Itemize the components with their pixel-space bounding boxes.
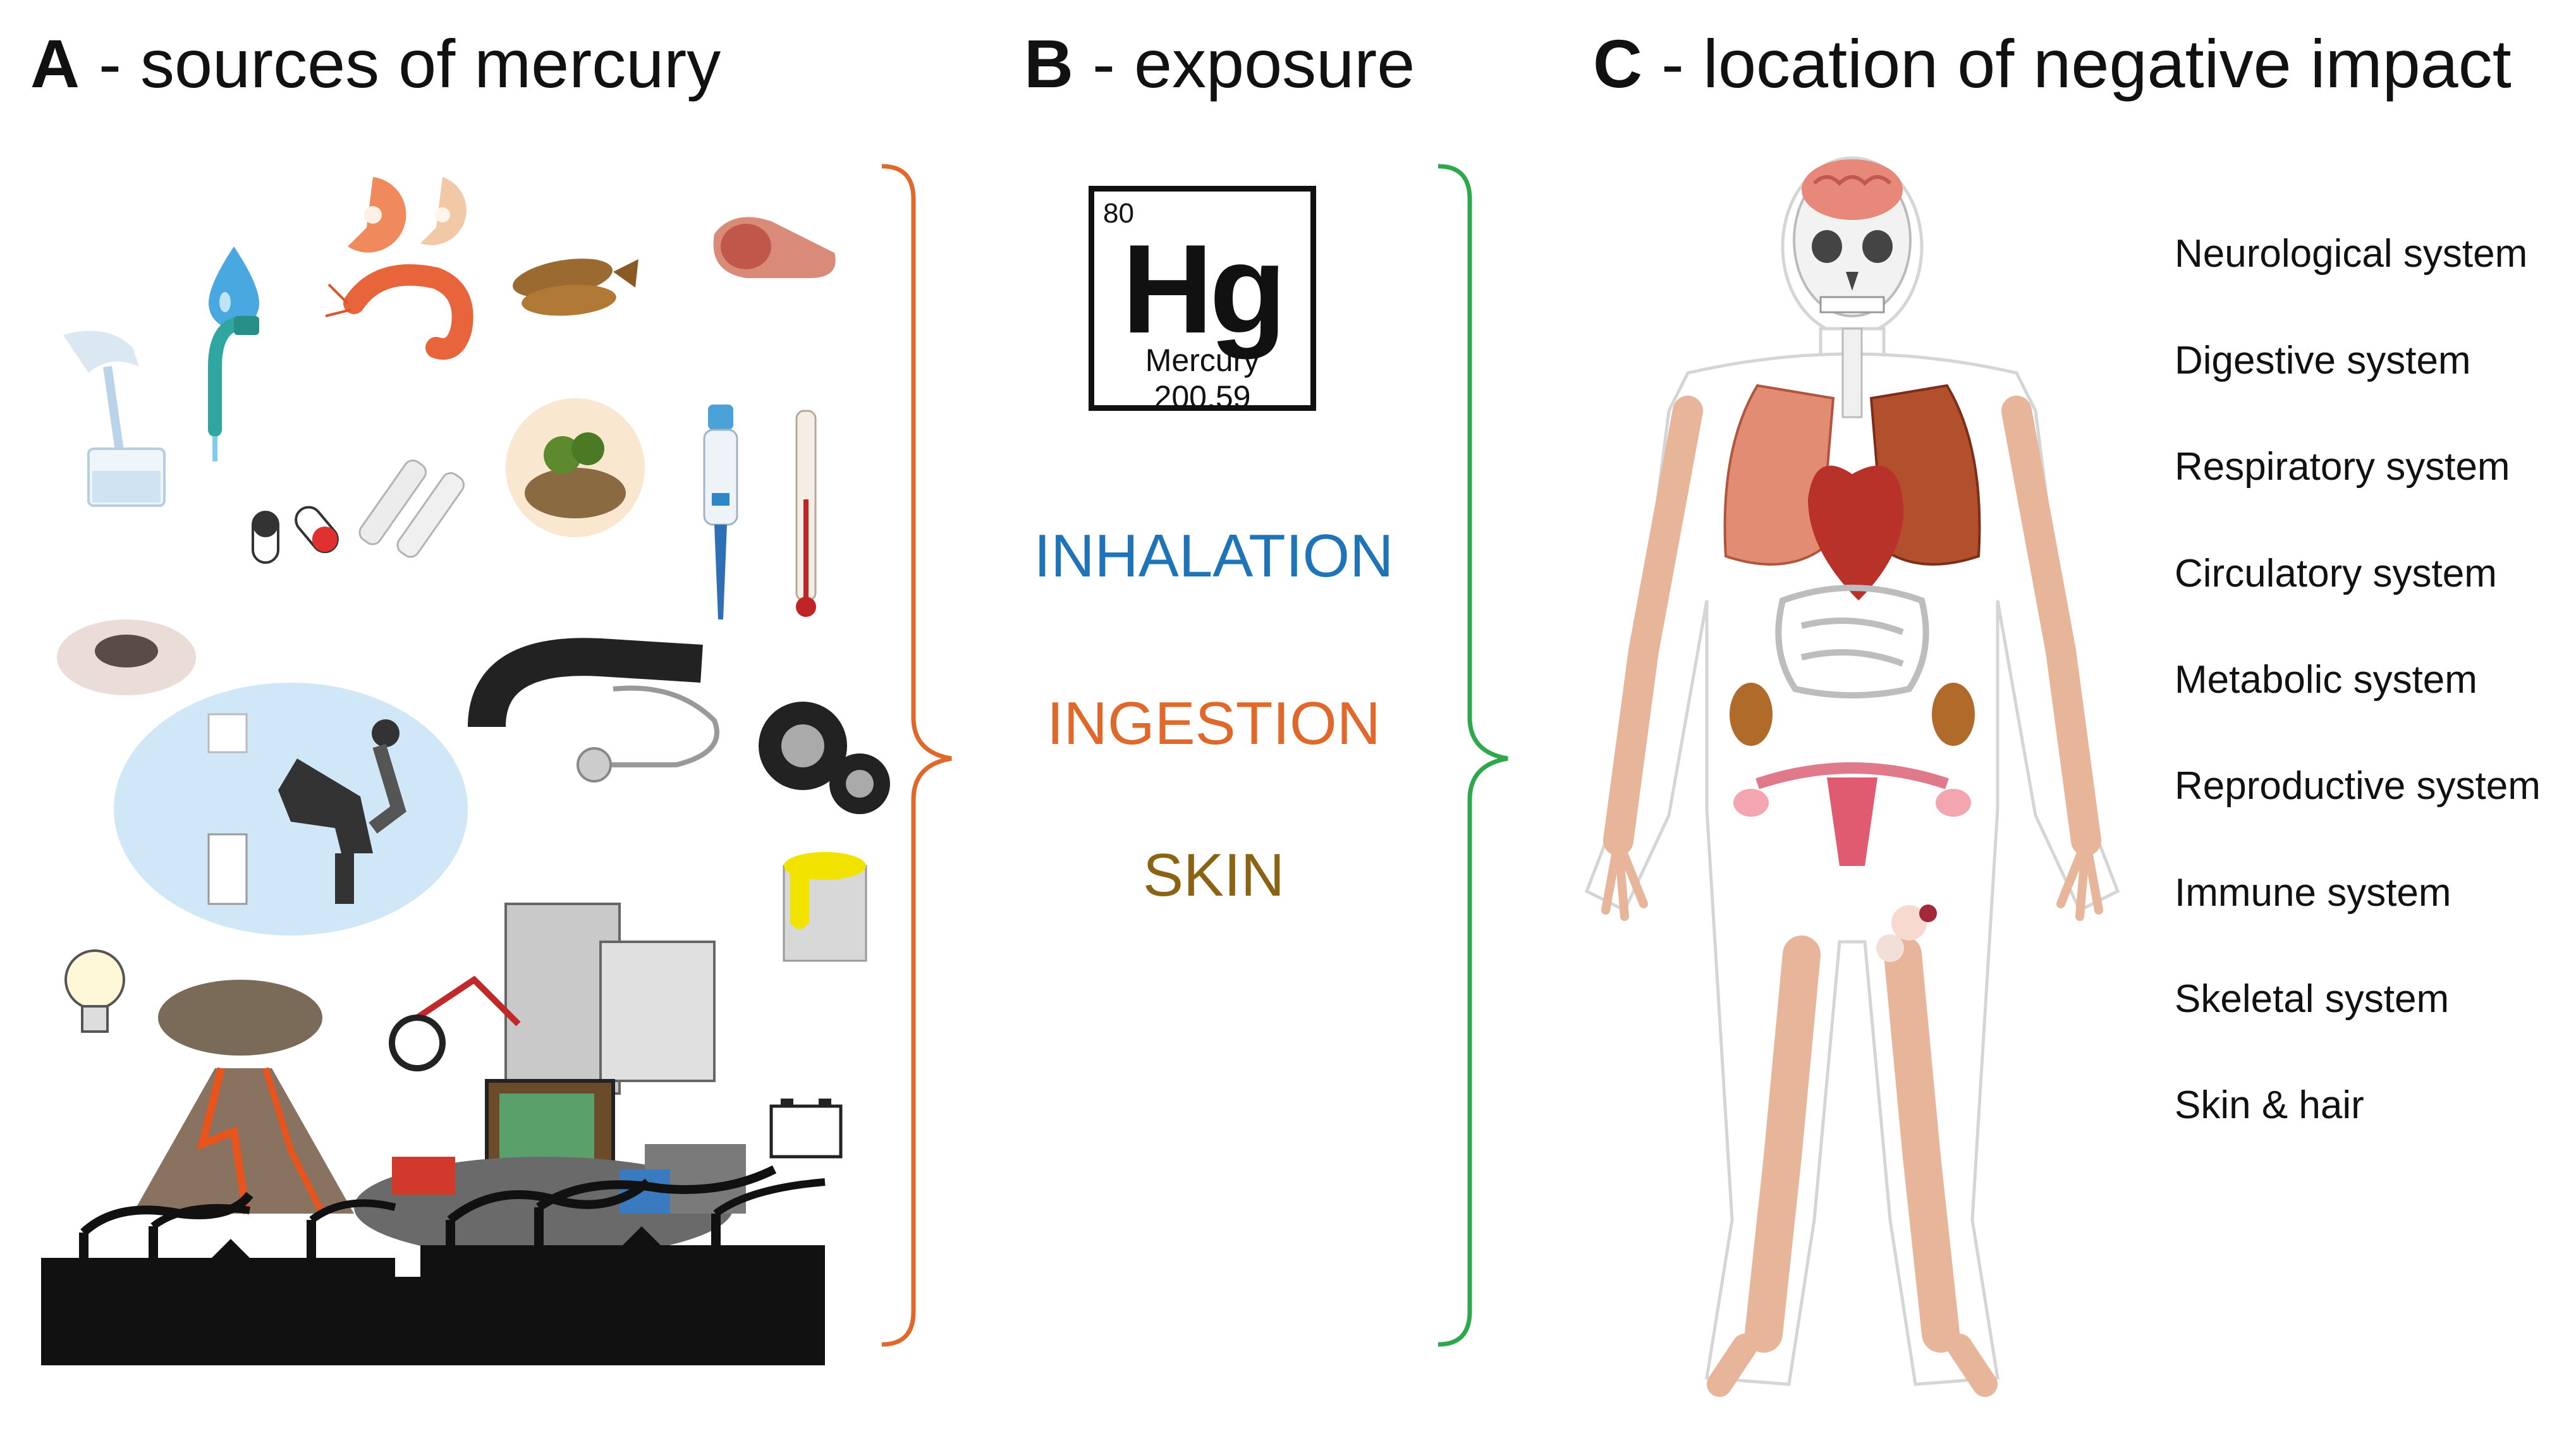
- heading-a-text: - sources of mercury: [80, 25, 721, 102]
- intestines: [1775, 585, 1929, 698]
- system-neurological: Neurological system: [2175, 232, 2528, 276]
- meat-icon: [713, 217, 836, 278]
- heading-b: B - exposure: [1024, 24, 1415, 103]
- thermometer-icon: [795, 410, 817, 617]
- heading-a-letter: A: [30, 25, 80, 102]
- light-bulb-icon: [64, 949, 125, 1033]
- battery-icon: [769, 1099, 843, 1159]
- heading-a: A - sources of mercury: [30, 24, 721, 103]
- system-metabolic: Metabolic system: [2175, 658, 2477, 702]
- factory-skyline-icon: [41, 1165, 826, 1365]
- brain: [1802, 159, 1903, 220]
- dentist-chair-icon: [114, 683, 468, 935]
- paint-can-icon: [783, 852, 867, 962]
- skeleton: [1601, 396, 2103, 1397]
- human-anatomy-figure: [1584, 156, 2120, 1397]
- route-inhalation: INHALATION: [1034, 522, 1394, 590]
- bracket-a: [881, 164, 952, 1347]
- reproductive-organs: [1733, 762, 1971, 866]
- heading-b-letter: B: [1024, 25, 1073, 102]
- lymph-node: [1876, 905, 1937, 962]
- heart: [1808, 465, 1904, 600]
- bracket-b: [1438, 164, 1508, 1347]
- water-drop-icon: [209, 247, 259, 329]
- atomic-number: 80: [1103, 198, 1134, 229]
- stethoscope-icon: [468, 638, 719, 783]
- fish-icon: [513, 259, 638, 316]
- dental-filling-icon: [57, 619, 196, 695]
- system-digestive: Digestive system: [2175, 339, 2471, 382]
- system-immune: Immune system: [2175, 871, 2451, 915]
- route-ingestion: INGESTION: [1046, 690, 1381, 757]
- heading-b-text: - exposure: [1073, 25, 1415, 102]
- capsule-icon: [252, 506, 339, 564]
- element-name: Mercury: [1145, 343, 1260, 378]
- route-skin: SKIN: [1142, 841, 1285, 909]
- atomic-mass: 200.59: [1154, 379, 1251, 415]
- element-symbol: Hg: [1121, 219, 1287, 360]
- system-circulatory: Circulatory system: [2175, 552, 2497, 595]
- kidneys: [1730, 683, 1975, 746]
- ampoule-icon: [358, 459, 465, 558]
- pipette-icon: [703, 405, 738, 619]
- heading-c-letter: C: [1593, 25, 1642, 102]
- element-box: 80 Hg Mercury 200.59: [1089, 186, 1316, 415]
- system-respiratory: Respiratory system: [2175, 445, 2510, 489]
- faucet-icon: [208, 315, 259, 461]
- sources-panel: [41, 177, 890, 1365]
- water-glass-icon: [63, 331, 166, 507]
- herb-bowl-icon: [506, 398, 645, 537]
- shrimp-icon: [325, 264, 473, 360]
- system-reproductive: Reproductive system: [2175, 764, 2541, 808]
- salmon-steak-icon: [348, 177, 467, 253]
- gears-icon: [759, 702, 890, 814]
- spine: [1841, 327, 1863, 418]
- heading-c-text: - location of negative impact: [1642, 25, 2512, 102]
- volcano-icon: [133, 980, 354, 1216]
- system-skeletal: Skeletal system: [2175, 977, 2450, 1021]
- heading-c: C - location of negative impact: [1593, 24, 2512, 103]
- system-skin-hair: Skin & hair: [2175, 1083, 2364, 1127]
